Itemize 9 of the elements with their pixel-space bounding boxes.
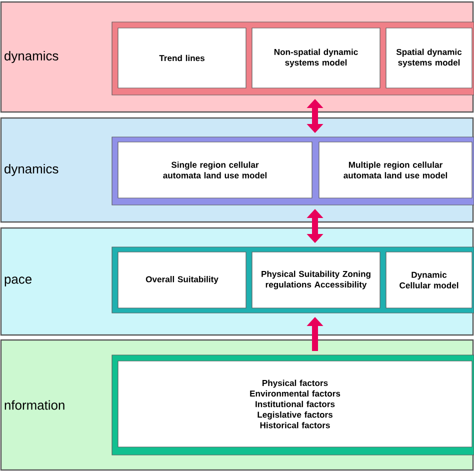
model-box: Non-spatial dynamic systems model <box>252 28 380 88</box>
model-box: Overall Suitability <box>118 252 246 308</box>
model-box: Spatial dynamic systems model <box>386 28 472 88</box>
model-box: Single region cellular automata land use model <box>118 142 312 198</box>
model-box: Trend lines <box>118 28 246 88</box>
model-box: Multiple region cellular automata land use model <box>318 142 472 198</box>
model-box: Dynamic Cellular model <box>386 252 472 308</box>
model-box: Physical factors Environmental factors Institutional factors Legislative factors Historical factors <box>118 360 472 448</box>
model-box: Physical Suitability Zoning regulations Accessibility <box>252 252 380 308</box>
